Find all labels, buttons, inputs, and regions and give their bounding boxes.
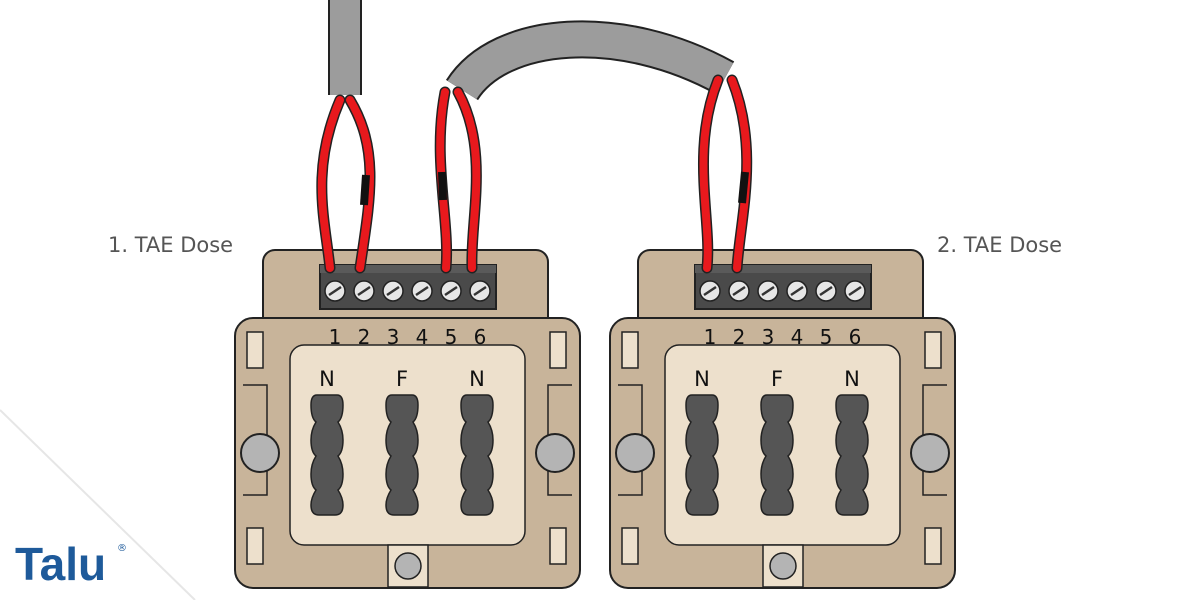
wires: [316, 74, 753, 274]
port-label-2: F: [771, 367, 783, 391]
socket-port-1: [685, 394, 719, 516]
housing-slot: [924, 331, 942, 369]
housing-slot: [621, 527, 639, 565]
screw-slot: [790, 285, 804, 297]
port-label-3: N: [469, 367, 485, 391]
socket-port-3: [835, 394, 869, 516]
terminal-number-6: 6: [849, 325, 862, 349]
terminal-number-2: 2: [733, 325, 746, 349]
terminal-number-3: 3: [762, 325, 775, 349]
terminal-block-top: [695, 265, 871, 273]
side-screw-left: [240, 433, 280, 473]
terminal-number-1: 1: [704, 325, 717, 349]
bottom-screw: [769, 552, 797, 580]
wire-box1-t2-black-mark: [360, 174, 370, 206]
side-screw-right: [535, 433, 575, 473]
terminal-number-6: 6: [474, 325, 487, 349]
housing-slot: [924, 527, 942, 565]
logo-text: Talu: [15, 538, 106, 590]
screw-slot: [761, 285, 775, 297]
housing-slot: [246, 331, 264, 369]
logo-mark: ®: [117, 543, 127, 554]
screw-slot: [444, 285, 458, 297]
housing-slot: [621, 331, 639, 369]
box2-label: 2. TAE Dose: [937, 233, 1062, 257]
wire-box2-t2-black-mark: [738, 171, 749, 204]
wire-box2-t1: [699, 76, 722, 272]
screw-slot: [473, 285, 487, 297]
wire-box1-t6: [454, 88, 481, 272]
screw-slot: [357, 285, 371, 297]
terminal-number-5: 5: [445, 325, 458, 349]
side-screw-right: [910, 433, 950, 473]
port-label-1: N: [694, 367, 710, 391]
terminal-number-4: 4: [791, 325, 804, 349]
wire-box1-t5-black-mark: [438, 171, 447, 201]
terminal-number-3: 3: [387, 325, 400, 349]
socket-port-2: [760, 394, 794, 516]
screw-slot: [848, 285, 862, 297]
screw-slot: [415, 285, 429, 297]
housing-slot: [549, 331, 567, 369]
port-label-3: N: [844, 367, 860, 391]
screw-slot: [328, 285, 342, 297]
screw-slot: [732, 285, 746, 297]
screw-slot: [819, 285, 833, 297]
side-screw-left: [615, 433, 655, 473]
housing-slot: [549, 527, 567, 565]
screw-slot: [386, 285, 400, 297]
port-label-2: F: [396, 367, 408, 391]
terminal-number-2: 2: [358, 325, 371, 349]
port-label-1: N: [319, 367, 335, 391]
screw-slot: [703, 285, 717, 297]
terminal-number-4: 4: [416, 325, 429, 349]
socket-port-2: [385, 394, 419, 516]
terminal-number-5: 5: [820, 325, 833, 349]
housing-slot: [246, 527, 264, 565]
terminal-number-1: 1: [329, 325, 342, 349]
socket-port-1: [310, 394, 344, 516]
wire-box1-t1: [317, 96, 344, 272]
socket-port-3: [460, 394, 494, 516]
wire-box1-t2: [346, 96, 374, 272]
bottom-screw: [394, 552, 422, 580]
terminal-block-top: [320, 265, 496, 273]
corner-decoration: [0, 409, 196, 600]
jumper-cable-fill: [447, 22, 734, 100]
box1-label: 1. TAE Dose: [108, 233, 233, 257]
